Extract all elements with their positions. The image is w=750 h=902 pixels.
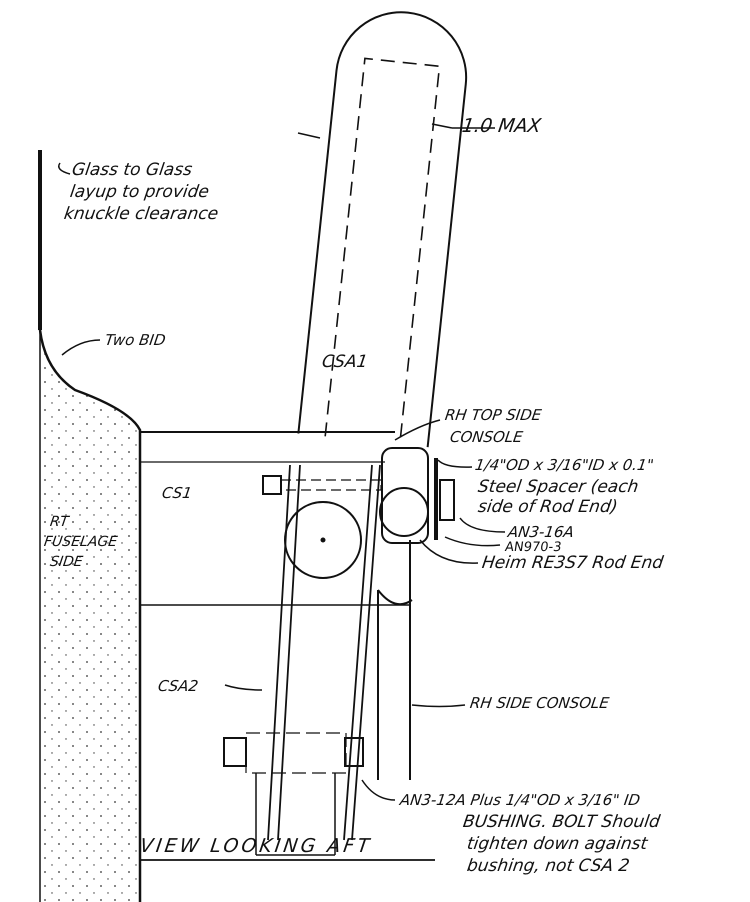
spacer-label-3: side of Rod End) — [476, 497, 619, 517]
two-bid-label: Two BID — [103, 331, 167, 349]
fuselage-side-fill — [40, 330, 140, 902]
csa2-plates — [267, 464, 381, 841]
glass-label-1: Glass to Glass — [70, 160, 194, 180]
bushing-label-2: tighten down against — [465, 834, 649, 854]
fuselage-label-1: RT — [48, 514, 70, 530]
lower-bolt-head — [223, 737, 247, 767]
csa1-stick — [297, 11, 468, 448]
rh-side-console-label: RH SIDE CONSOLE — [468, 694, 611, 712]
cs1-label: CS1 — [160, 484, 194, 502]
fuselage-label-2: FUSELAGE — [42, 534, 119, 550]
fuselage-label-3: SIDE — [48, 554, 84, 570]
glass-label-3: knuckle clearance — [62, 204, 220, 224]
heim-label: Heim RE3S7 Rod End — [480, 553, 665, 573]
csa2-label: CSA2 — [156, 677, 200, 695]
glass-label-2: layup to provide — [68, 182, 211, 202]
rod-end-body — [381, 447, 429, 544]
max-width-label: 1.0 MAX — [460, 115, 543, 137]
spacer-label-2: Steel Spacer (each — [476, 477, 640, 497]
rh-top-label-1: RH TOP SIDE — [443, 406, 543, 424]
rod-end-ball — [379, 487, 429, 537]
bushing-label-3: bushing, not CSA 2 — [465, 856, 631, 876]
bushing-label-1: BUSHING. BOLT Should — [461, 812, 662, 832]
an3-12a-label: AN3-12A Plus 1/4"OD x 3/16" ID — [398, 791, 642, 809]
upper-bolt-head — [262, 475, 282, 495]
rh-side-console — [377, 540, 413, 780]
csa1-label: CSA1 — [320, 352, 369, 372]
view-title: VIEW LOOKING AFT — [138, 835, 374, 857]
rh-top-label-2: CONSOLE — [448, 428, 525, 446]
pivot-tube — [284, 501, 362, 579]
fuselage-layup-curve — [38, 329, 142, 902]
spacer-label-1: 1/4"OD x 3/16"ID x 0.1" — [473, 456, 655, 474]
